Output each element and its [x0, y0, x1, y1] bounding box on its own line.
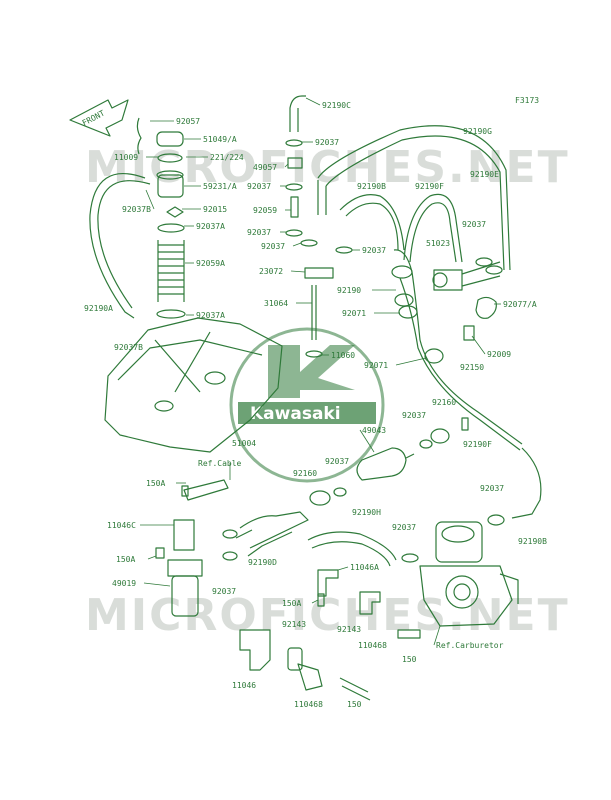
part-label: 92190A	[84, 304, 113, 313]
part-label: 11046C	[107, 521, 136, 530]
part-label: 92037B	[114, 343, 143, 352]
filler-hose	[156, 223, 186, 319]
part-label: 150	[347, 700, 362, 709]
part-label: 92190C	[322, 101, 351, 110]
bracket-11046	[239, 629, 271, 671]
part-label: 92015	[203, 205, 227, 214]
part-label: 92143	[337, 625, 361, 634]
part-label: 92037A	[196, 222, 225, 231]
part-label: 92071	[364, 361, 388, 370]
part-label: 92037	[212, 587, 236, 596]
part-label: 92160	[293, 469, 317, 478]
part-label: 92037	[261, 242, 285, 251]
kawasaki-logo: Kawasaki	[229, 327, 385, 483]
fuel-pump	[155, 479, 229, 617]
part-label: 23072	[259, 267, 283, 276]
part-label: 92190F	[463, 440, 492, 449]
part-label: 92190E	[470, 170, 499, 179]
part-label: 92143	[282, 620, 306, 629]
part-label: 92190B	[357, 182, 386, 191]
part-label: 92037A	[196, 311, 225, 320]
part-label: 92037	[402, 411, 426, 420]
part-label: 11009	[114, 153, 138, 162]
hose-92190f	[403, 193, 463, 263]
part-label: 92037	[462, 220, 486, 229]
part-label: 92190H	[352, 508, 381, 517]
main-fuel-hose	[393, 249, 523, 445]
part-label: 92190D	[248, 558, 277, 567]
front-arrow: FRONT	[69, 99, 129, 137]
part-label: 49043	[362, 426, 386, 435]
part-label: 11060	[331, 351, 355, 360]
hose-92190b	[339, 194, 405, 251]
watermark-top: MICROFICHES.NET	[85, 142, 570, 193]
part-label: 92037	[480, 484, 504, 493]
hose-92190h	[307, 531, 397, 561]
part-label: 92037	[247, 182, 271, 191]
fuel-sender	[304, 267, 334, 358]
part-label: 92190G	[463, 127, 492, 136]
part-label: 11046A	[350, 563, 379, 572]
part-label: 51049/A	[203, 135, 237, 144]
part-labels: 92057 51049/A 11009 221/224 59231/A 9203…	[84, 101, 547, 709]
ref-cable-label: Ref.Cable	[198, 459, 242, 468]
part-label: 92009	[487, 350, 511, 359]
part-label: 110468	[358, 641, 387, 650]
part-label: 92190B	[518, 537, 547, 546]
part-label: 150A	[282, 599, 301, 608]
part-label: 150A	[116, 555, 135, 564]
watermark-bottom: MICROFICHES.NET	[85, 590, 570, 641]
part-label: 92037	[325, 457, 349, 466]
part-label: 150	[402, 655, 417, 664]
fuel-cap	[136, 117, 184, 218]
part-label: 92037	[315, 138, 339, 147]
part-label: 59231/A	[203, 182, 237, 191]
figure-code: F3173	[515, 96, 539, 105]
part-label: 92150	[460, 363, 484, 372]
ref-carburetor-label: Ref.Carburetor	[436, 641, 504, 650]
part-label: 31064	[264, 299, 288, 308]
part-label: 49019	[112, 579, 136, 588]
part-label: 92160	[432, 398, 456, 407]
part-label: 49057	[253, 163, 277, 172]
part-label: 92077/A	[503, 300, 537, 309]
part-label: 92037	[392, 523, 416, 532]
leader-lines	[140, 97, 501, 646]
part-label: 92059	[253, 206, 277, 215]
carburetor	[419, 521, 519, 627]
svg-text:FRONT: FRONT	[81, 108, 107, 127]
fuel-tank	[104, 317, 283, 453]
fuel-valve	[432, 261, 501, 341]
part-label: 150A	[146, 479, 165, 488]
part-label: 110468	[294, 700, 323, 709]
hose-92190d	[239, 511, 309, 549]
hose-92190c	[289, 95, 306, 132]
part-label: 92057	[176, 117, 200, 126]
part-label: 11046	[232, 681, 256, 690]
logo-text: Kawasaki	[250, 404, 341, 424]
fuel-filter	[309, 417, 469, 506]
part-label: 92190	[337, 286, 361, 295]
part-label: 92037B	[122, 205, 151, 214]
part-label: 92190F	[415, 182, 444, 191]
part-label: 92037	[362, 246, 386, 255]
part-label: 92037	[247, 228, 271, 237]
part-label: 221/224	[210, 153, 244, 162]
part-label: 92071	[342, 309, 366, 318]
part-label: 92059A	[196, 259, 225, 268]
breather-tube	[89, 173, 146, 319]
hose-92190g	[317, 125, 511, 271]
part-label: 51004	[232, 439, 256, 448]
part-label: 51023	[426, 239, 450, 248]
